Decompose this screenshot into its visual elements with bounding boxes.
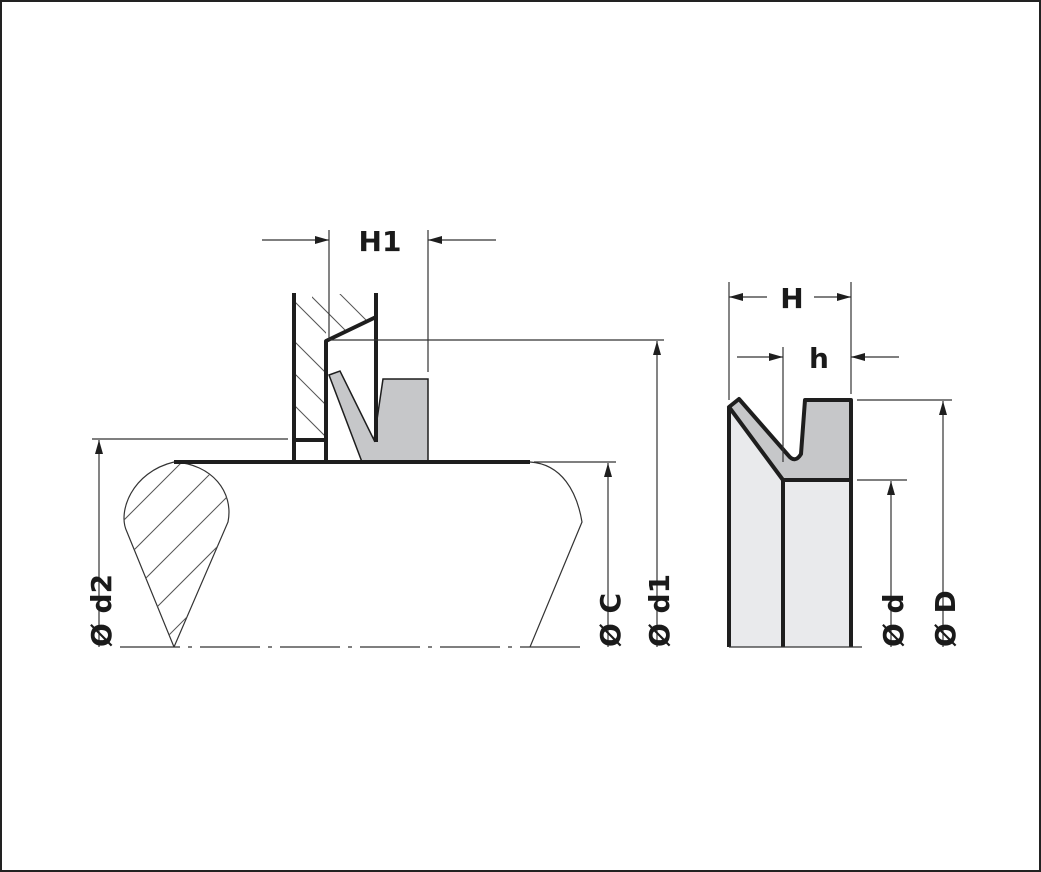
label-H: H: [780, 282, 803, 315]
seal-cross-section: H h Ø d Ø D: [727, 282, 962, 648]
dimension-H: H: [728, 282, 852, 400]
label-h: h: [809, 342, 829, 375]
seal-profile: [727, 397, 853, 482]
installation-view: H1 Ø d2 Ø C Ø d1: [85, 225, 676, 648]
housing-hatching: [295, 294, 376, 438]
label-d1: Ø d1: [643, 574, 676, 647]
label-C: Ø C: [594, 593, 627, 647]
dimension-d1: Ø d1: [330, 339, 676, 647]
dimension-h: h: [737, 342, 899, 462]
dimension-d2: Ø d2: [85, 438, 288, 647]
label-d2: Ø d2: [85, 574, 118, 647]
label-d: Ø d: [877, 593, 910, 647]
dimension-d: Ø d: [857, 479, 910, 647]
shaft-outline-right: [529, 461, 583, 648]
seal-installed: [328, 370, 429, 463]
shaft-section-hatching: [123, 461, 230, 648]
dimension-C: Ø C: [534, 461, 627, 647]
dimension-H1: H1: [262, 225, 496, 372]
label-D: Ø D: [929, 590, 962, 647]
housing: [174, 293, 530, 464]
label-H1: H1: [359, 225, 402, 258]
dimension-D: Ø D: [857, 399, 962, 647]
